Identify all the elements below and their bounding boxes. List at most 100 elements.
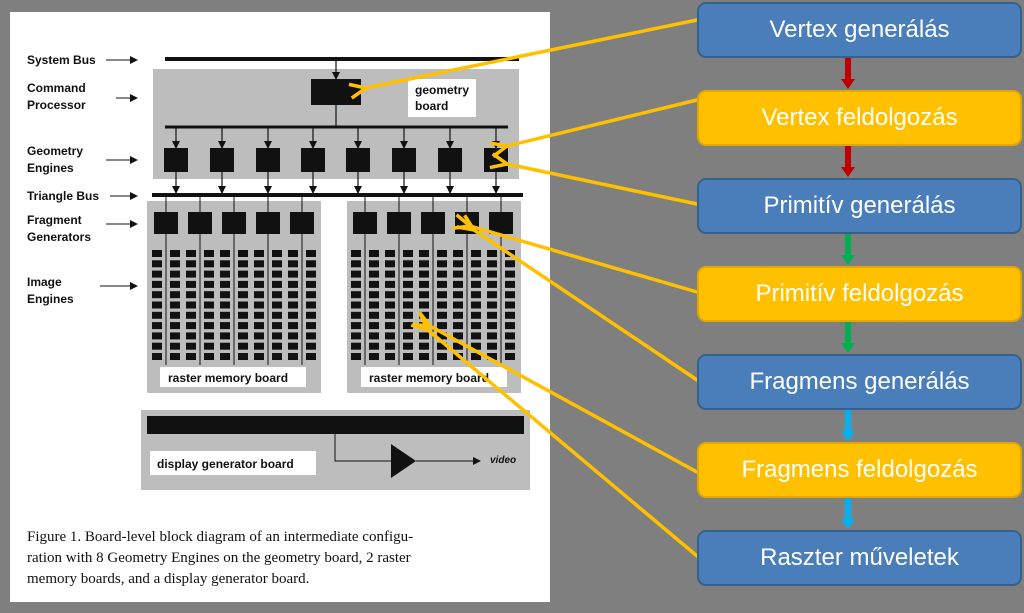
- image-engine-chip: [272, 260, 282, 268]
- image-engine-chip: [351, 332, 361, 340]
- image-engine-chip: [306, 270, 316, 278]
- image-engine-chip: [471, 250, 481, 257]
- image-engine-chip: [453, 280, 463, 288]
- image-engine-chip: [186, 291, 196, 299]
- image-engine-chip: [186, 332, 196, 340]
- image-engine-chip: [306, 291, 316, 299]
- image-engine-chip: [204, 301, 214, 309]
- geometry-engine-chip: [438, 148, 462, 172]
- image-engine-chip: [306, 260, 316, 268]
- image-engine-chip: [351, 322, 361, 330]
- display-label-box: [150, 451, 316, 475]
- image-engine-chip: [471, 322, 481, 330]
- image-engine-chip: [186, 322, 196, 330]
- image-engine-chip: [487, 311, 497, 319]
- image-engine-chip: [351, 260, 361, 268]
- image-engine-chip: [403, 280, 413, 288]
- image-engine-chip: [487, 260, 497, 268]
- pointer-fragment-generation: [474, 230, 699, 382]
- image-engine-chip: [288, 342, 298, 350]
- label-arrows: [100, 56, 138, 290]
- stage-vertex-generation: Vertex generálás: [697, 2, 1022, 58]
- image-engine-chip: [288, 332, 298, 340]
- image-engine-chip: [437, 250, 447, 257]
- image-engine-chip: [220, 250, 230, 257]
- pointer-primitive-generation: [507, 164, 699, 206]
- image-engine-chip: [453, 311, 463, 319]
- image-engine-chip: [403, 301, 413, 309]
- stage-vertex-processing: Vertex feldolgozás: [697, 90, 1022, 146]
- image-engine-chip: [385, 322, 395, 330]
- image-engine-chip: [186, 311, 196, 319]
- image-engine-chip: [505, 280, 515, 288]
- geometry-board-label: geometry board: [415, 83, 472, 113]
- image-engine-chip: [204, 332, 214, 340]
- image-engine-chip: [437, 332, 447, 340]
- image-engine-chip: [152, 301, 162, 309]
- image-engine-chip: [220, 353, 230, 360]
- image-engine-chip: [369, 311, 379, 319]
- image-engine-chip: [369, 260, 379, 268]
- connector-arrowhead: [841, 79, 855, 89]
- image-engine-chip: [272, 322, 282, 330]
- image-engine-chip: [471, 332, 481, 340]
- image-engine-chip: [419, 280, 429, 288]
- fragment-generator-chip: [188, 212, 212, 234]
- image-engine-chip: [306, 250, 316, 257]
- image-engine-chip: [220, 270, 230, 278]
- image-engine-chip: [419, 250, 429, 257]
- image-engine-chip: [238, 353, 248, 360]
- image-engine-chip: [385, 260, 395, 268]
- image-engine-chip: [487, 322, 497, 330]
- image-engine-chip: [272, 291, 282, 299]
- image-engine-chip: [204, 291, 214, 299]
- geometry-engine-chip: [484, 148, 508, 172]
- display-bar: [147, 416, 524, 434]
- stage-fragment-processing: Fragmens feldolgozás: [697, 442, 1022, 498]
- image-engine-chip: [306, 332, 316, 340]
- image-engine-chip: [487, 280, 497, 288]
- image-engine-chip: [288, 260, 298, 268]
- fragment-generator-chip: [489, 212, 513, 234]
- image-engine-chip: [369, 353, 379, 360]
- image-engine-chip: [254, 270, 264, 278]
- figure-caption: Figure 1. Board-level block diagram of a…: [27, 529, 417, 587]
- image-engine-chip: [437, 291, 447, 299]
- image-engine-chip: [272, 353, 282, 360]
- image-engine-chip: [419, 260, 429, 268]
- image-engine-chip: [272, 342, 282, 350]
- image-engine-chip: [152, 260, 162, 268]
- image-engine-chip: [471, 270, 481, 278]
- image-engine-chip: [186, 270, 196, 278]
- image-engine-chip: [403, 332, 413, 340]
- image-engine-chip: [471, 260, 481, 268]
- image-engine-chip: [152, 322, 162, 330]
- image-engine-chip: [437, 342, 447, 350]
- connector-shaft: [845, 234, 851, 256]
- image-engine-chip: [471, 291, 481, 299]
- image-engine-chip: [238, 311, 248, 319]
- image-engine-chip: [254, 311, 264, 319]
- stage-label: Fragmens generálás: [749, 368, 970, 395]
- image-engine-chip: [369, 322, 379, 330]
- image-engine-chip: [369, 250, 379, 257]
- image-engine-chip: [220, 332, 230, 340]
- image-engine-chip: [238, 332, 248, 340]
- image-engine-chip: [306, 301, 316, 309]
- image-engine-chip: [238, 322, 248, 330]
- image-engine-chip: [254, 280, 264, 288]
- image-engine-chip: [170, 332, 180, 340]
- image-engine-chip: [170, 270, 180, 278]
- pointer-vertex-processing: [507, 98, 699, 146]
- image-engine-chip: [453, 270, 463, 278]
- image-engine-chip: [220, 342, 230, 350]
- image-engine-chip: [170, 311, 180, 319]
- image-engine-chip: [453, 342, 463, 350]
- image-engine-chip: [505, 322, 515, 330]
- label-triangle-bus: Triangle Bus: [27, 189, 99, 203]
- image-engine-chip: [204, 342, 214, 350]
- image-engine-chip: [505, 342, 515, 350]
- image-engine-chip: [453, 291, 463, 299]
- stage-label: Primitív generálás: [763, 192, 956, 219]
- image-engine-chip: [288, 291, 298, 299]
